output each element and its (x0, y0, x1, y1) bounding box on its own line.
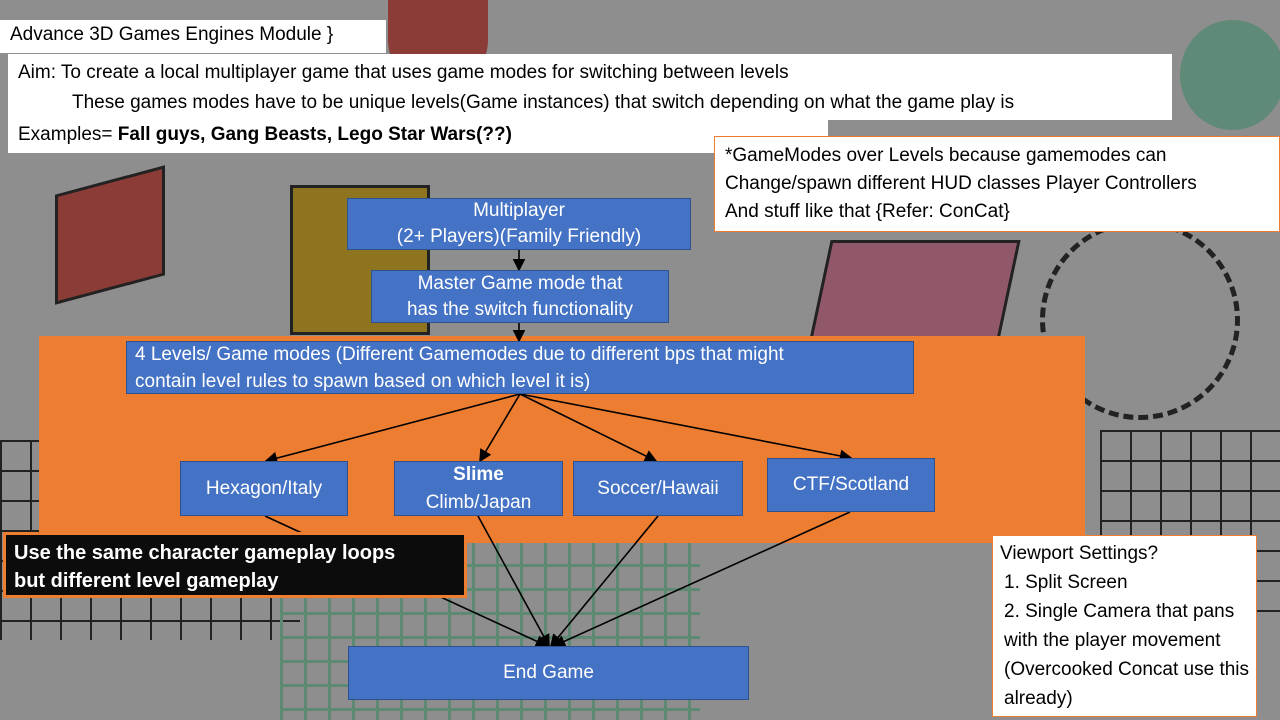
master-gamemode-box: Master Game mode that has the switch fun… (371, 270, 669, 323)
viewport-option: 2. Single Camera that pans with the play… (1004, 601, 1250, 709)
multiplayer-box: Multiplayer (2+ Players)(Family Friendly… (347, 198, 691, 250)
slide-title: Advance 3D Games Engines Module } (10, 24, 334, 45)
multiplayer-line: Multiplayer (473, 200, 565, 221)
note-line: And stuff like that {Refer: ConCat} (725, 201, 1010, 222)
level-label: Soccer/Hawaii (597, 477, 719, 499)
gameplay-callout: Use the same character gameplay loops bu… (3, 532, 467, 598)
arrow (549, 515, 659, 648)
examples-box: Examples= Fall guys, Gang Beasts, Lego S… (8, 119, 828, 153)
level-label: Climb/Japan (425, 491, 532, 513)
viewport-title: Viewport Settings? (1000, 543, 1159, 564)
gamemodes-note: *GameModes over Levels because gamemodes… (714, 136, 1280, 232)
level-hexagon-italy: Hexagon/Italy (180, 461, 348, 516)
aim-line-1: Aim: To create a local multiplayer game … (18, 62, 789, 83)
levels-box: 4 Levels/ Game modes (Different Gamemode… (126, 341, 914, 394)
master-line: Master Game mode that (417, 272, 623, 294)
levels-line: contain level rules to spawn based on wh… (135, 370, 591, 392)
aim-box: Aim: To create a local multiplayer game … (8, 54, 1172, 120)
note-line: *GameModes over Levels because gamemodes… (725, 145, 1167, 166)
arrow (519, 393, 658, 462)
level-label: CTF/Scotland (792, 474, 910, 495)
decorative-circle (1180, 20, 1280, 130)
arrow (519, 393, 853, 463)
examples-list: Fall guys, Gang Beasts, Lego Star Wars(?… (117, 124, 512, 145)
master-line: has the switch functionality (406, 298, 633, 320)
end-game-label: End Game (503, 662, 594, 683)
viewport-settings-box: Viewport Settings? 1. Split Screen 2. Si… (992, 535, 1257, 717)
viewport-option: 1. Split Screen (1004, 572, 1128, 593)
arrow (479, 393, 521, 463)
levels-line: 4 Levels/ Game modes (Different Gamemode… (135, 343, 784, 365)
end-game-box: End Game (348, 646, 749, 700)
level-ctf-scotland: CTF/Scotland (767, 458, 935, 512)
level-label: Hexagon/Italy (205, 477, 323, 499)
level-slime-climb-japan: Slime Climb/Japan (394, 461, 563, 516)
title-box: Advance 3D Games Engines Module } (0, 20, 386, 53)
callout-line: Use the same character gameplay loops (14, 542, 396, 564)
level-label-bold: Slime (453, 463, 504, 485)
aim-line-2: These games modes have to be unique leve… (72, 92, 1015, 113)
arrow (477, 515, 550, 648)
multiplayer-line: (2+ Players)(Family Friendly) (396, 226, 642, 247)
arrow (264, 393, 521, 465)
note-line: Change/spawn different HUD classes Playe… (725, 173, 1197, 194)
level-soccer-hawaii: Soccer/Hawaii (573, 461, 743, 516)
arrow (552, 511, 851, 648)
examples-label: Examples= (18, 124, 118, 145)
callout-line: but different level gameplay (14, 570, 279, 592)
